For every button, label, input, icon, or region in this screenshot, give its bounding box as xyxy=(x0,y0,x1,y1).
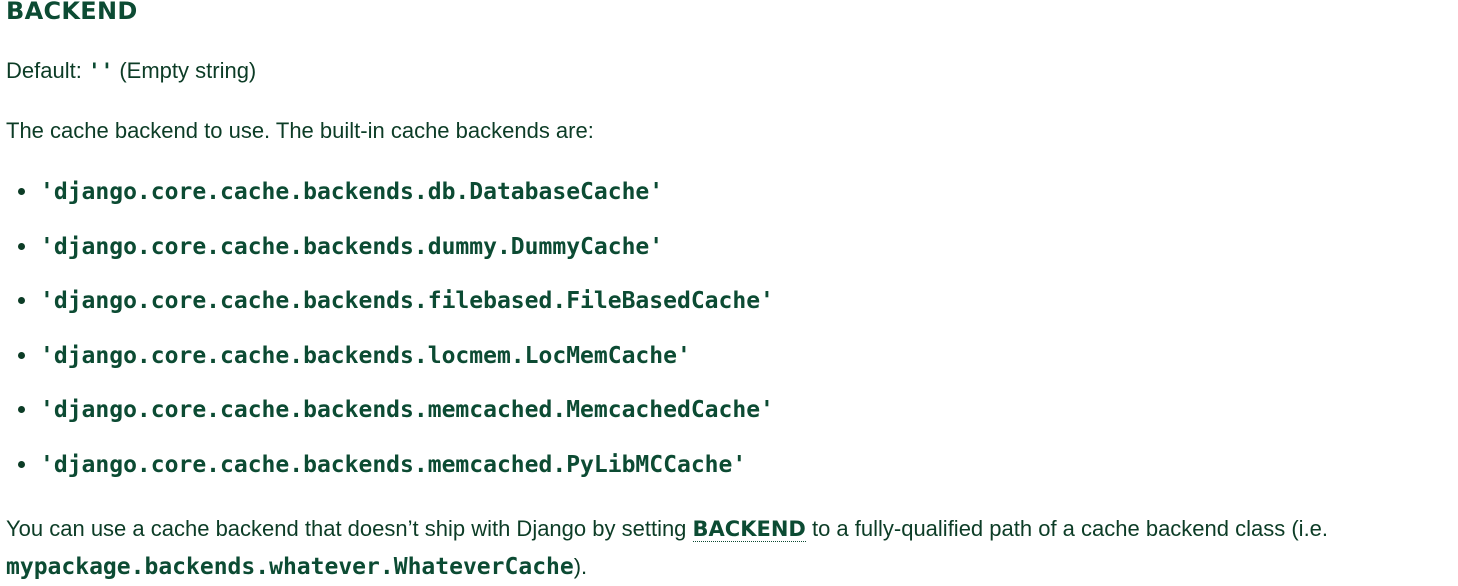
backend-code: 'django.core.cache.backends.dummy.DummyC… xyxy=(40,233,664,260)
backend-code: 'django.core.cache.backends.filebased.Fi… xyxy=(40,288,774,315)
example-path-code: mypackage.backends.whatever.WhateverCach… xyxy=(6,554,574,580)
default-value-code: '' xyxy=(87,59,114,83)
list-item: 'django.core.cache.backends.dummy.DummyC… xyxy=(6,230,774,285)
backend-list: 'django.core.cache.backends.db.DatabaseC… xyxy=(6,175,774,503)
bullet-icon xyxy=(18,351,25,359)
intro-paragraph: The cache backend to use. The built-in c… xyxy=(6,118,594,143)
bullet-icon xyxy=(18,242,25,250)
backend-code: 'django.core.cache.backends.memcached.Py… xyxy=(40,451,747,478)
bullet-icon xyxy=(18,188,25,195)
list-item: 'django.core.cache.backends.db.DatabaseC… xyxy=(6,175,774,230)
bullet-icon xyxy=(18,460,25,468)
closing-text-before: You can use a cache backend that doesn’t… xyxy=(6,516,693,541)
backend-code: 'django.core.cache.backends.db.DatabaseC… xyxy=(40,179,664,205)
bullet-icon xyxy=(18,297,25,305)
list-item: 'django.core.cache.backends.memcached.Me… xyxy=(6,393,774,448)
section-heading: BACKEND xyxy=(6,0,138,25)
default-label: Default: xyxy=(6,58,88,83)
backend-code: 'django.core.cache.backends.memcached.Me… xyxy=(40,397,774,424)
default-paragraph: Default: '' (Empty string) xyxy=(6,57,256,85)
default-note: (Empty string) xyxy=(113,58,257,83)
closing-paragraph: You can use a cache backend that doesn’t… xyxy=(6,510,1456,586)
backend-code: 'django.core.cache.backends.locmem.LocMe… xyxy=(40,342,691,369)
closing-text-after: ). xyxy=(573,554,588,579)
list-item: 'django.core.cache.backends.memcached.Py… xyxy=(6,448,774,503)
list-item: 'django.core.cache.backends.filebased.Fi… xyxy=(6,284,774,339)
list-item: 'django.core.cache.backends.locmem.LocMe… xyxy=(6,339,774,394)
closing-text-middle: to a fully-qualified path of a cache bac… xyxy=(805,516,1329,541)
backend-setting-link[interactable]: BACKEND xyxy=(692,517,806,542)
bullet-icon xyxy=(18,406,25,414)
